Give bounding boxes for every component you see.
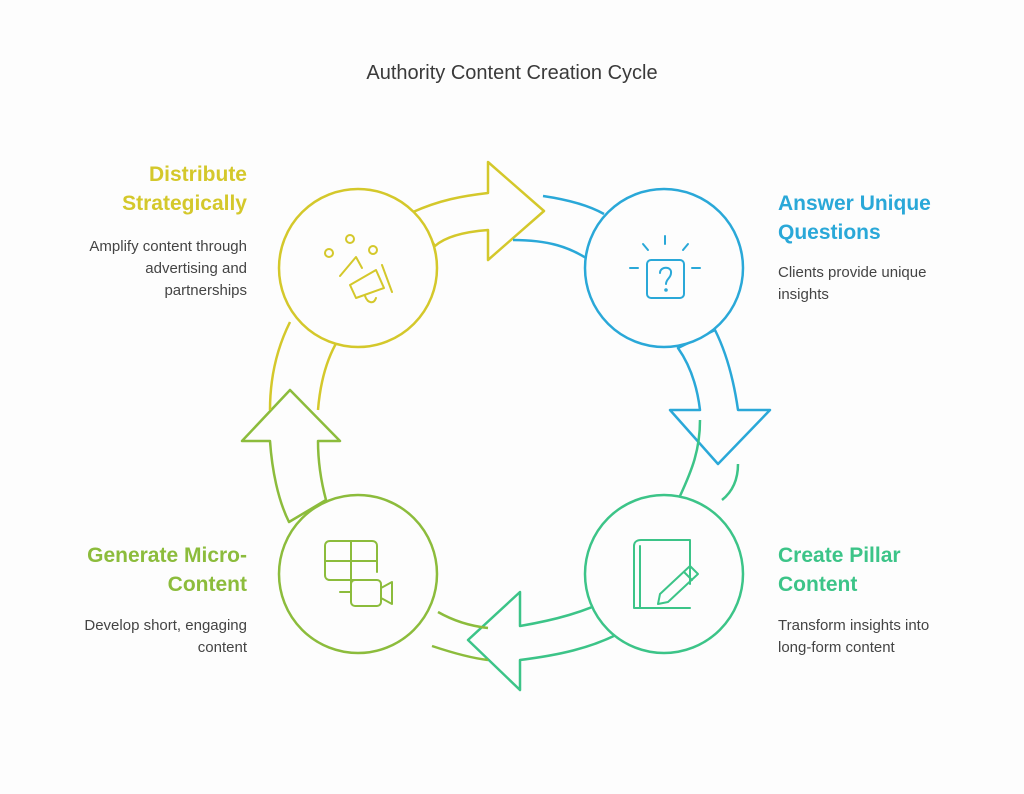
distribute-description: Amplify content through advertising and … — [89, 236, 247, 302]
distribute-title: Distribute Strategically — [122, 160, 247, 218]
diagram-title: Authority Content Creation Cycle — [366, 62, 658, 84]
pillar-title: Create Pillar Content — [778, 541, 901, 599]
micro-title: Generate Micro- Content — [87, 541, 247, 599]
pillar-circle — [583, 493, 745, 655]
arrow-distribute-to-answer — [411, 160, 546, 262]
distribute-desc-line-3: partnerships — [164, 282, 247, 299]
book-pencil-icon — [633, 539, 699, 609]
megaphone-icon — [324, 234, 393, 304]
question-box-icon — [629, 235, 701, 299]
distribute-desc-line-2: advertising and — [145, 260, 247, 277]
pillar-title-line-1: Create Pillar — [778, 544, 901, 567]
pillar-title-line-2: Content — [778, 573, 858, 596]
answer-title: Answer Unique Questions — [778, 189, 931, 247]
micro-desc-line-1: Develop short, engaging — [84, 617, 247, 634]
distribute-title-line-1: Distribute — [148, 163, 247, 186]
answer-desc-line-2: insights — [778, 286, 829, 303]
pillar-description: Transform insights into long-form conten… — [778, 615, 929, 659]
pillar-desc-line-1: Transform insights into — [778, 617, 930, 634]
micro-description: Develop short, engaging content — [84, 615, 247, 659]
micro-title-line-2: Content — [167, 573, 247, 596]
distribute-title-line-2: Strategically — [122, 192, 247, 215]
micro-circle — [277, 493, 439, 655]
answer-desc-line-1: Clients provide unique — [778, 264, 927, 281]
micro-desc-line-2: content — [197, 639, 247, 656]
answer-title-line-2: Questions — [778, 221, 881, 244]
answer-title-line-1: Answer Unique — [778, 192, 931, 215]
answer-description: Clients provide unique insights — [778, 262, 926, 306]
grid-video-icon — [324, 540, 393, 607]
distribute-desc-line-1: Amplify content through — [89, 238, 247, 255]
arrow-pillar-to-micro — [466, 590, 620, 692]
micro-title-line-1: Generate Micro- — [87, 544, 247, 567]
pillar-desc-line-2: long-form content — [778, 639, 895, 656]
arrow-micro-to-distribute — [240, 388, 342, 524]
arrow-answer-to-pillar — [668, 328, 772, 466]
distribute-circle — [277, 187, 439, 349]
